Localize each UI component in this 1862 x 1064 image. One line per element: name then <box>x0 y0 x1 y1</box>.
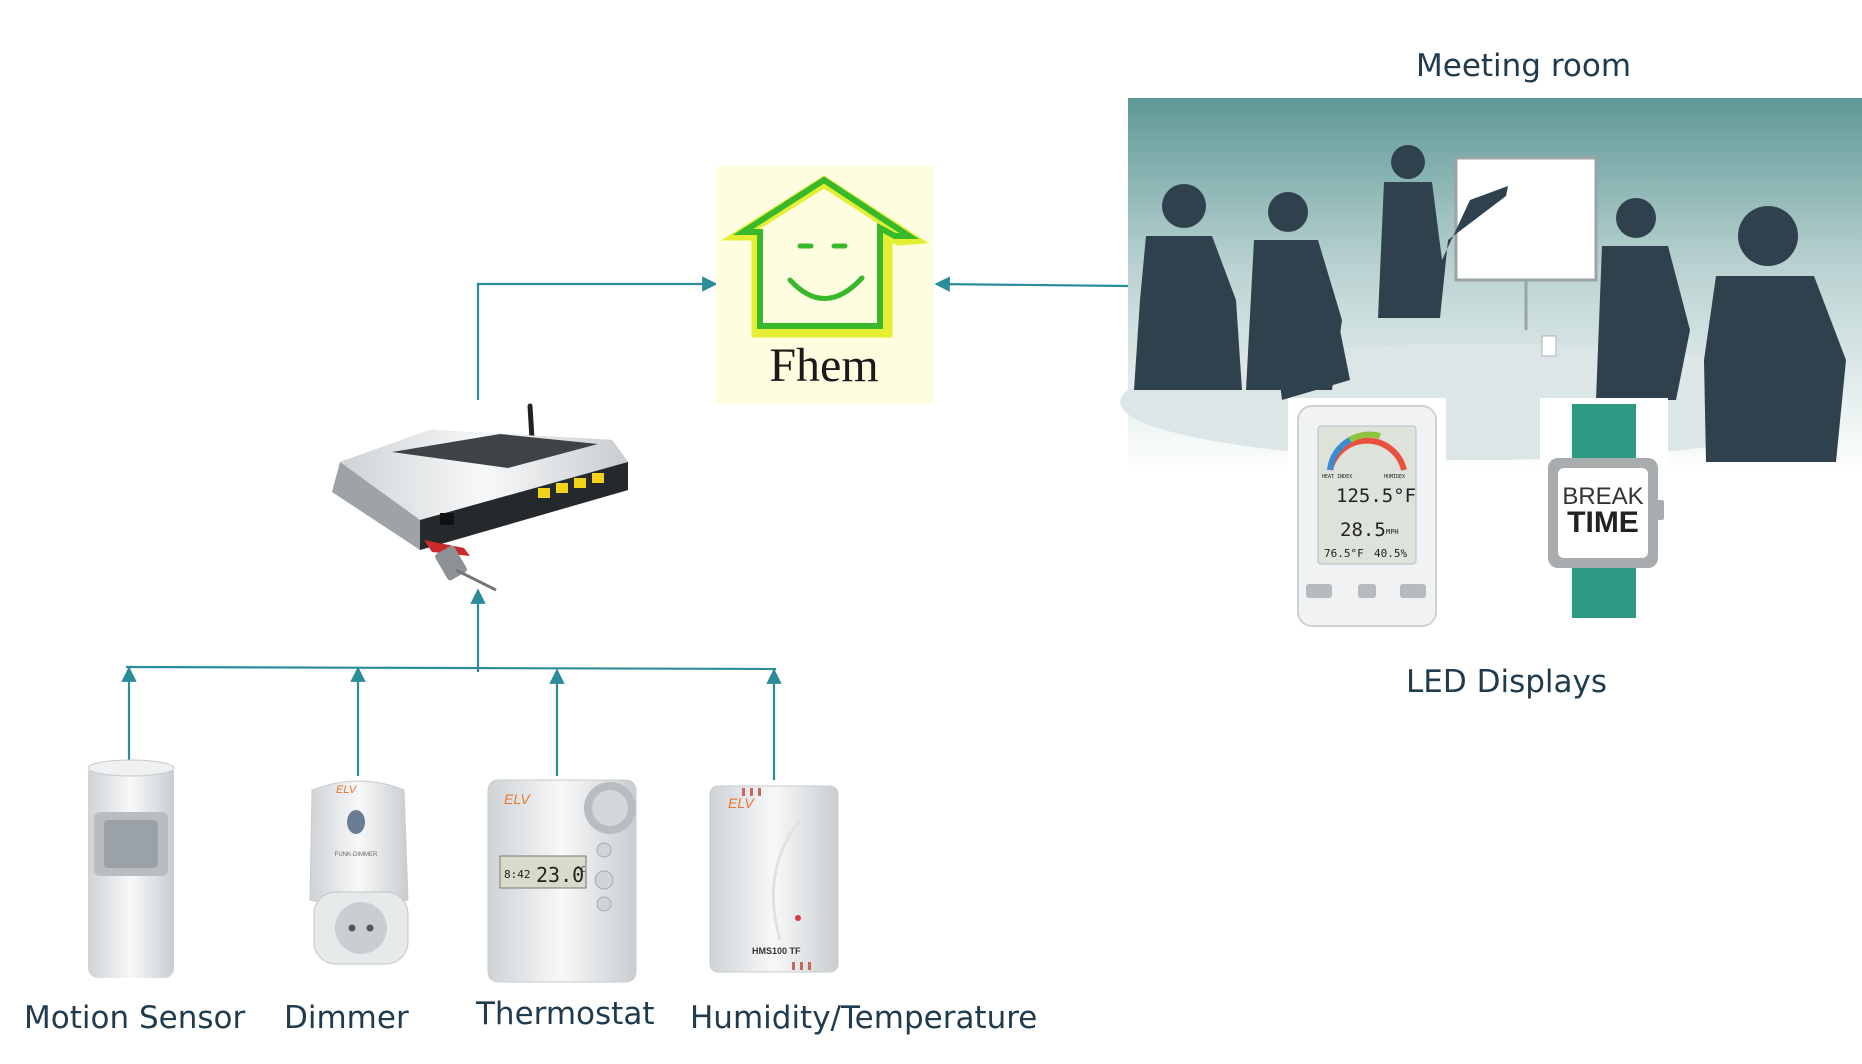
motion-sensor-device <box>87 759 175 978</box>
meeting-room-image <box>1120 98 1862 472</box>
humidex-label: HUMIDEX <box>1384 474 1405 480</box>
weather-display-device: HEAT INDEX HUMIDEX 125.5°F 28.5 MPH 76.5… <box>1288 398 1446 632</box>
heat-index-label: HEAT INDEX <box>1322 474 1352 480</box>
watch-line2: TIME <box>1567 506 1639 539</box>
watch-line1: BREAK <box>1562 483 1643 510</box>
weather-humidity: 40.5% <box>1374 547 1407 560</box>
thermostat-value: 23.0 <box>536 863 584 887</box>
meeting-room-label: Meeting room <box>1416 48 1632 84</box>
weather-wind-unit: MPH <box>1386 528 1399 536</box>
fhem-name: Fhem <box>769 339 878 392</box>
weather-wind: 28.5 <box>1340 519 1386 541</box>
motion-sensor-label: Motion Sensor <box>24 1000 246 1036</box>
watch-device: BREAK TIME <box>1540 398 1668 624</box>
arrow-meeting-room-to-fhem <box>934 276 1129 292</box>
humidity-temperature-device: ELV HMS100 TF <box>709 785 839 973</box>
thermostat-unit: °C <box>576 865 586 874</box>
hms-brand: ELV <box>728 795 755 811</box>
led-displays-label: LED Displays <box>1406 664 1608 700</box>
hms-model: HMS100 TF <box>752 946 801 956</box>
arrow-router-to-fhem <box>476 276 718 400</box>
device-bus-line <box>125 665 777 671</box>
dimmer-device: ELV FUNK-DIMMER <box>309 780 409 965</box>
thermostat-left: 8:42 <box>504 868 531 881</box>
humidity-temperature-label: Humidity/Temperature <box>690 1000 1038 1036</box>
thermostat-brand: ELV <box>504 791 531 807</box>
dimmer-label: Dimmer <box>284 1000 409 1036</box>
dimmer-brand: ELV <box>336 784 358 796</box>
thermostat-label: Thermostat <box>476 996 655 1032</box>
connection-arrows <box>121 276 1129 780</box>
router-icon <box>332 403 628 592</box>
weather-indoor-temp: 76.5°F <box>1324 547 1364 560</box>
fhem-logo: Fhem <box>716 166 933 404</box>
thermostat-device: ELV 8:42 23.0 °C <box>487 779 637 983</box>
dimmer-text: FUNK-DIMMER <box>335 852 378 858</box>
weather-temperature: 125.5°F <box>1336 485 1416 507</box>
